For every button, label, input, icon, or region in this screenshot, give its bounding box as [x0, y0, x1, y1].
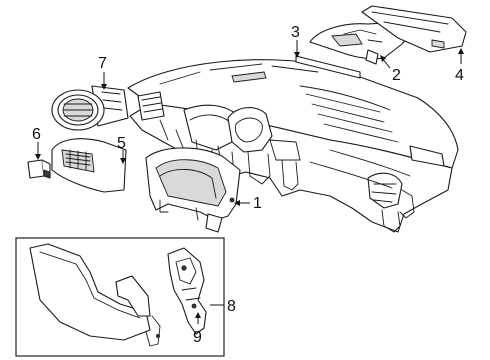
- part-7-air-vent: [51, 85, 129, 131]
- callout-3: 3: [291, 24, 300, 58]
- callout-6: 6: [32, 126, 41, 160]
- callout-number-6: 6: [32, 126, 41, 143]
- part-4-top-panel: [361, 5, 467, 53]
- part-5-side-vent-panel: [51, 138, 127, 193]
- part-8-lower-cover: [29, 243, 161, 347]
- callout-number-4: 4: [455, 67, 464, 84]
- callout-7: 7: [98, 55, 107, 90]
- callout-number-7: 7: [98, 55, 107, 72]
- callout-9: 9: [193, 312, 202, 346]
- inset-box: [15, 237, 225, 357]
- callout-number-8: 8: [227, 298, 236, 315]
- callout-number-2: 2: [392, 67, 401, 84]
- callout-4: 4: [455, 48, 464, 84]
- callout-number-3: 3: [291, 24, 300, 41]
- callout-8: 8: [210, 298, 236, 315]
- part-3-trim-strip: [295, 55, 361, 79]
- instrument-panel-assembly: [127, 59, 459, 233]
- callout-1: 1: [234, 195, 262, 212]
- callout-number-1: 1: [253, 195, 262, 212]
- callout-number-9: 9: [193, 329, 202, 346]
- callout-number-5: 5: [117, 135, 126, 152]
- callout-5: 5: [117, 135, 126, 164]
- part-1-cluster-bezel: [145, 147, 241, 233]
- part-9-bracket: [167, 247, 207, 335]
- callout-2: 2: [380, 55, 401, 84]
- part-6-clip: [27, 159, 51, 179]
